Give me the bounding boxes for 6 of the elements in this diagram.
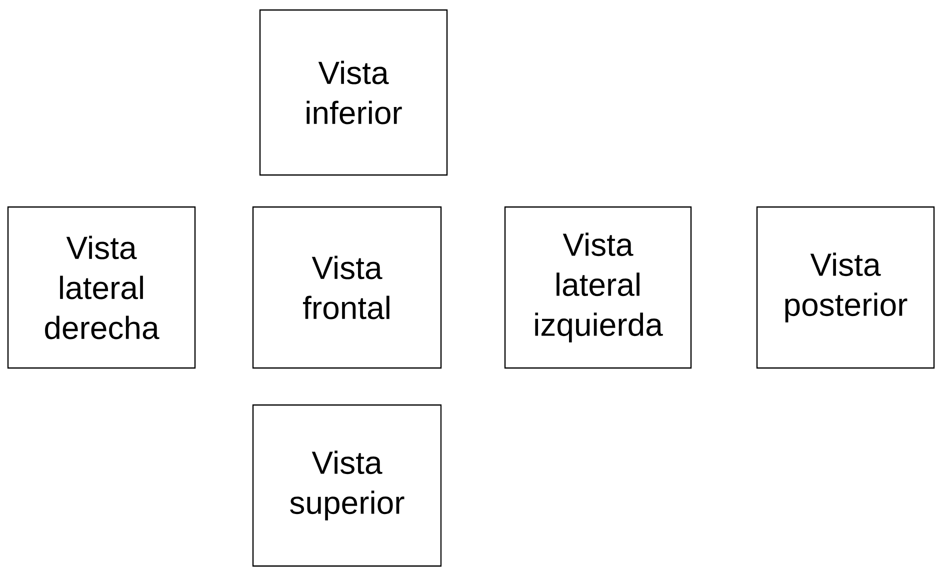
view-box: Vista frontal [252,206,442,369]
view-box: Vista lateral derecha [7,206,196,369]
view-box: Vista superior [252,404,442,567]
view-box: Vista inferior [259,9,448,176]
view-box: Vista posterior [756,206,935,369]
view-box: Vista lateral izquierda [504,206,692,369]
